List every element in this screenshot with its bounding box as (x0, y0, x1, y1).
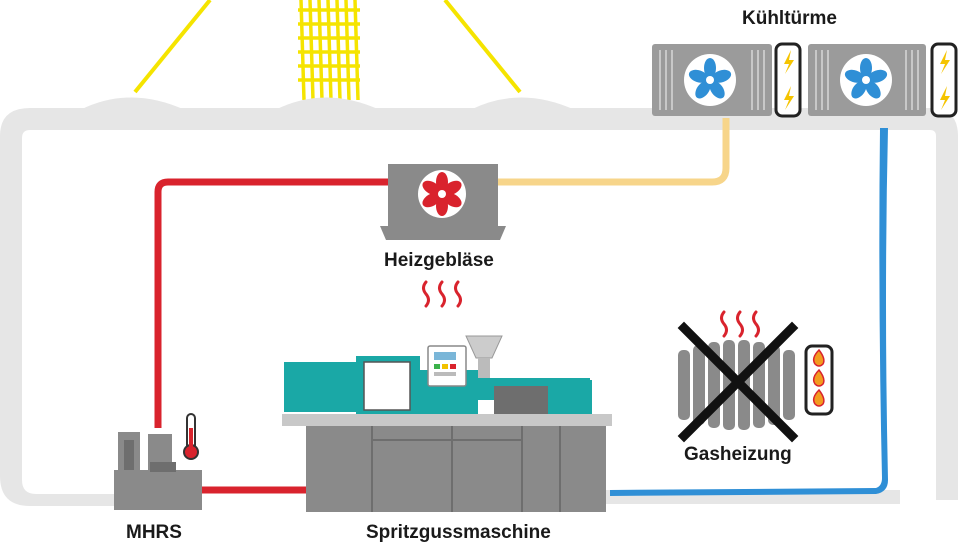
cooling-towers-label: Kühltürme (742, 8, 837, 29)
hot-water-pipe (154, 178, 388, 494)
lightning-icon (940, 50, 950, 110)
gas-heating-label: Gasheizung (684, 444, 792, 465)
heating-fan (380, 164, 506, 240)
gas-heating (677, 310, 834, 443)
heating-fan-icon (422, 172, 462, 216)
heat-waves-icon (422, 280, 462, 308)
injection-machine-label: Spritzgussmaschine (366, 522, 551, 543)
cooling-tower-left (652, 42, 802, 118)
radiator-icon (678, 340, 795, 430)
heating-fan-label: Heizgebläse (384, 250, 494, 271)
cooling-tower-fan-icon (688, 58, 732, 99)
roof-yellow-lines (133, 0, 522, 101)
cooling-tower-fan-icon (844, 58, 888, 99)
cross-out-icon (677, 321, 799, 443)
cooling-tower-right (808, 42, 958, 118)
thermometer-icon (183, 413, 199, 460)
lightning-icon (784, 50, 794, 110)
mhrs-label: MHRS (126, 522, 182, 543)
flame-icon (812, 348, 825, 407)
heat-waves-icon (720, 310, 760, 338)
mhrs-unit (114, 413, 202, 510)
warm-return-pipe (498, 118, 730, 186)
injection-molding-machine (282, 335, 612, 512)
